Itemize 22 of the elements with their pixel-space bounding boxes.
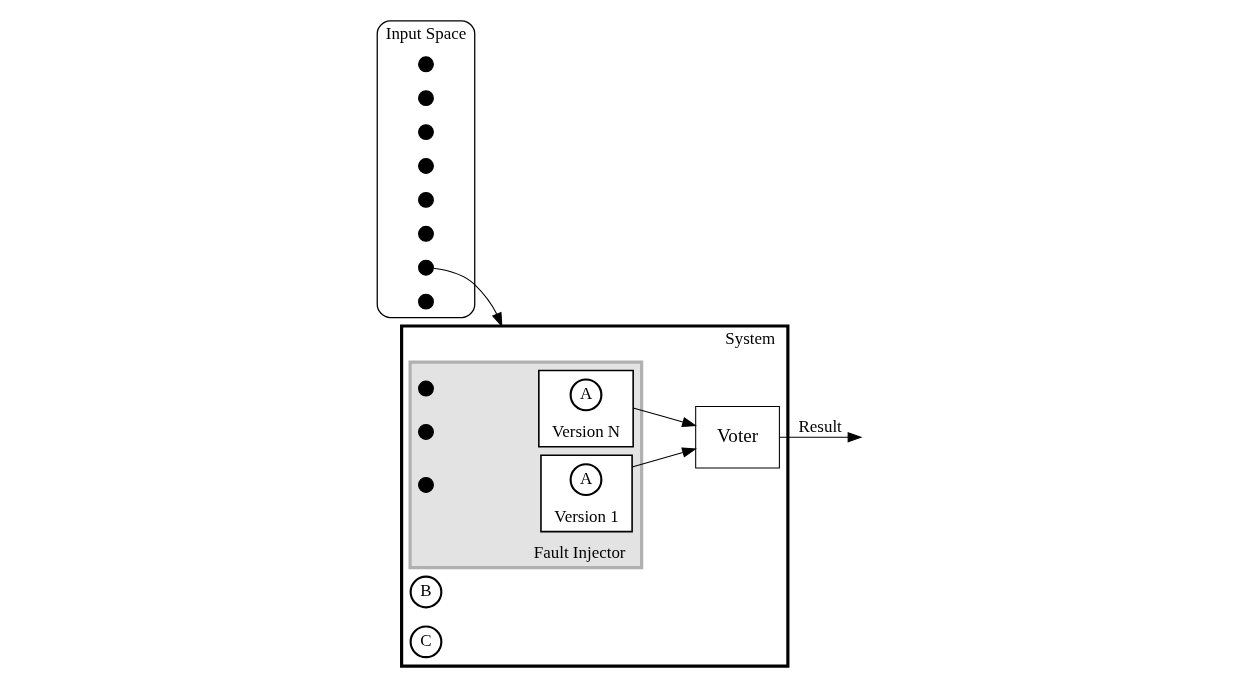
node-circle: [418, 124, 434, 141]
node-circle: [418, 380, 434, 397]
node-circle: A: [569, 378, 603, 412]
cluster: Input Space: [376, 20, 476, 319]
node-circle: [418, 225, 434, 242]
node-circle: [418, 191, 434, 208]
node-circle: [418, 158, 434, 174]
node-box: Voter: [695, 406, 780, 469]
node-circle: [418, 259, 434, 276]
node-circle: [418, 477, 434, 493]
arrow: [779, 432, 863, 443]
arrow: [432, 267, 503, 328]
node-circle: A: [569, 463, 603, 497]
node-circle: [418, 424, 434, 440]
arrow: [631, 447, 697, 468]
node-circle: B: [409, 575, 443, 609]
node-circle: C: [409, 625, 443, 659]
node-circle: [418, 293, 434, 310]
edge-label: Result: [798, 416, 842, 436]
node-circle: [418, 90, 434, 107]
node-circle: [418, 56, 434, 73]
arrow: [632, 407, 697, 427]
